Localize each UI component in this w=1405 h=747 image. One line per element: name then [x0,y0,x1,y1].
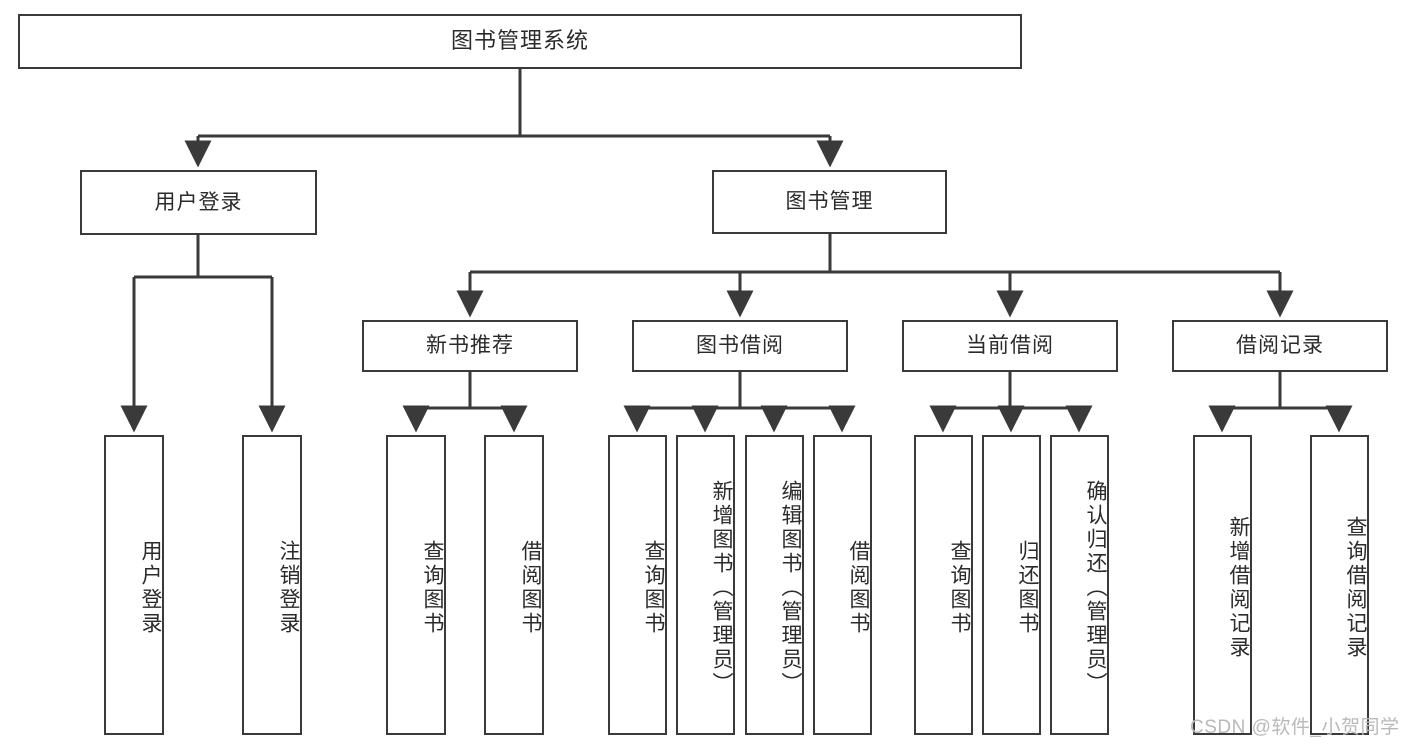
node-leaf-edit-book-label: 编辑图书（管理员） [779,480,802,696]
edge-user-login-to-leaves [120,235,286,433]
node-book-management-label: 图书管理 [785,190,874,214]
node-book-borrow-label: 图书借阅 [696,334,784,358]
node-leaf-logout-label: 注销登录 [277,540,300,636]
node-leaf-query-book-3[interactable]: 查询图书 [914,435,973,735]
node-leaf-query-record[interactable]: 查询借阅记录 [1310,435,1369,735]
node-leaf-user-login-label: 用户登录 [139,540,162,636]
node-user-login[interactable]: 用户登录 [80,170,317,235]
edge-root-to-level1 [184,69,844,168]
edge-currentborrow-to-leaves [929,372,1093,433]
node-leaf-confirm-return-label: 确认归还（管理员） [1084,480,1107,696]
edge-bookmgmt-to-level2 [456,234,1294,318]
node-leaf-query-book-3-label: 查询图书 [948,540,971,636]
node-leaf-add-record-label: 新增借阅记录 [1227,516,1250,660]
node-leaf-add-record[interactable]: 新增借阅记录 [1193,435,1252,735]
node-leaf-query-book-1[interactable]: 查询图书 [386,435,446,735]
node-current-borrow-label: 当前借阅 [966,334,1054,358]
edge-bookborrow-to-leaves [623,372,856,433]
node-leaf-user-login[interactable]: 用户登录 [104,435,164,735]
node-borrow-records[interactable]: 借阅记录 [1172,320,1388,372]
node-leaf-query-record-label: 查询借阅记录 [1344,516,1367,660]
node-book-borrow[interactable]: 图书借阅 [632,320,848,372]
node-root-label: 图书管理系统 [450,28,589,54]
node-book-management[interactable]: 图书管理 [712,170,947,234]
node-new-book-recommend-label: 新书推荐 [426,334,514,358]
node-borrow-records-label: 借阅记录 [1236,334,1324,358]
node-leaf-logout[interactable]: 注销登录 [242,435,302,735]
node-leaf-add-book-label: 新增图书（管理员） [710,480,733,696]
node-leaf-query-book-1-label: 查询图书 [421,540,444,636]
edge-newbook-to-leaves [402,372,528,433]
node-leaf-borrow-book-1-label: 借阅图书 [519,540,542,636]
node-leaf-edit-book[interactable]: 编辑图书（管理员） [745,435,804,735]
node-leaf-return-book[interactable]: 归还图书 [982,435,1041,735]
node-new-book-recommend[interactable]: 新书推荐 [362,320,578,372]
node-leaf-query-book-2[interactable]: 查询图书 [608,435,667,735]
node-leaf-borrow-book-2[interactable]: 借阅图书 [813,435,872,735]
node-root[interactable]: 图书管理系统 [18,14,1022,69]
node-leaf-borrow-book-1[interactable]: 借阅图书 [484,435,544,735]
node-leaf-confirm-return[interactable]: 确认归还（管理员） [1050,435,1109,735]
edge-records-to-leaves [1208,372,1353,433]
node-leaf-borrow-book-2-label: 借阅图书 [847,540,870,636]
node-user-login-label: 用户登录 [154,190,243,214]
node-leaf-add-book[interactable]: 新增图书（管理员） [676,435,735,735]
node-leaf-query-book-2-label: 查询图书 [642,540,665,636]
node-current-borrow[interactable]: 当前借阅 [902,320,1118,372]
node-leaf-return-book-label: 归还图书 [1016,540,1039,636]
